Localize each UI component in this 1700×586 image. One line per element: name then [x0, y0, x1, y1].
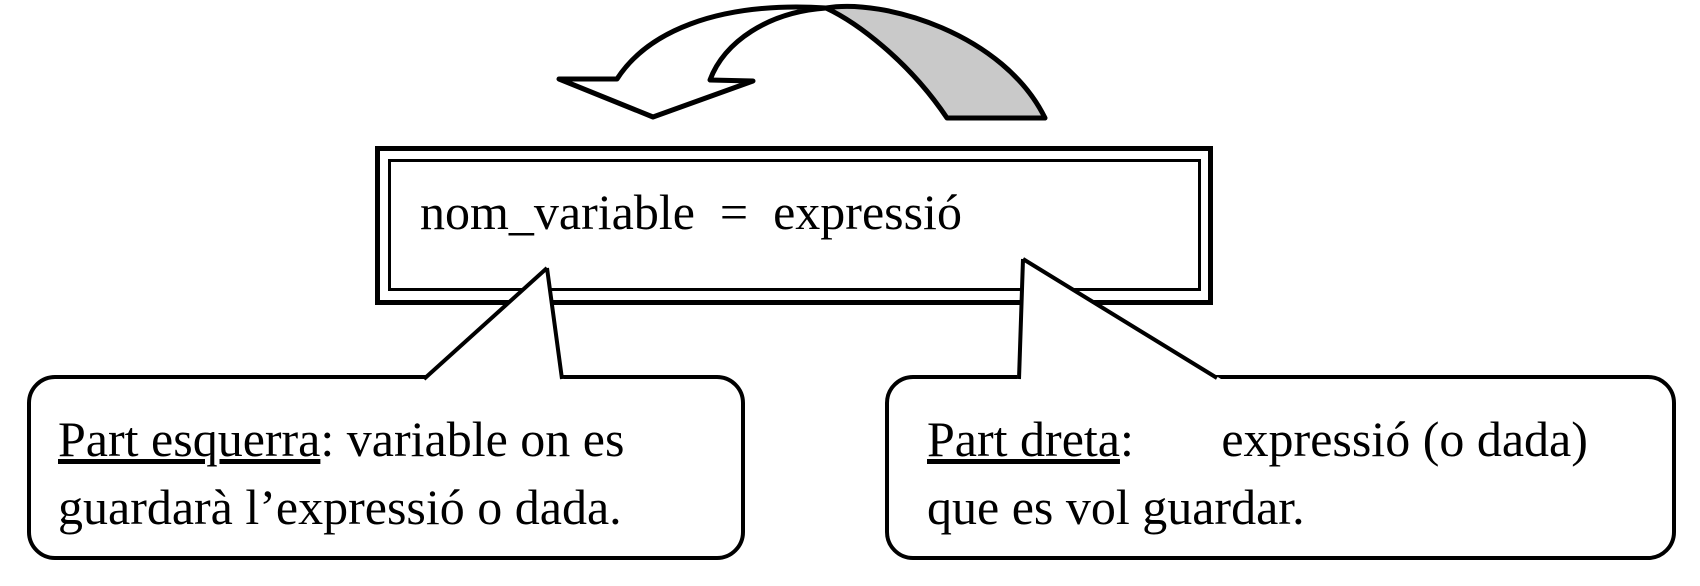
callout-left-line2: guardarà l’expressió o dada. — [58, 479, 622, 535]
curved-u-turn-arrow-icon — [556, 3, 1048, 121]
assignment-box: nom_variable = expressió — [375, 146, 1213, 305]
callout-left: Part esquerra: variable on es guardarà l… — [27, 266, 745, 560]
callout-right-tail — [1017, 257, 1219, 380]
arrow-tail-gray-segment — [823, 3, 1048, 121]
callout-left-tail — [422, 266, 564, 381]
callout-left-bubble — [27, 375, 745, 560]
callout-right: Part dreta: expressió (o dada) que es vo… — [885, 257, 1676, 560]
arrow-head-white-segment — [556, 4, 829, 120]
callout-left-tail-fill — [422, 268, 564, 382]
callout-right-term: Part dreta — [927, 411, 1120, 467]
assignment-box-inner-border — [388, 159, 1201, 291]
callout-right-bubble — [885, 375, 1676, 560]
callout-left-term: Part esquerra — [58, 411, 320, 467]
callout-left-line1-rest: : variable on es — [320, 411, 624, 467]
callout-right-line1-rest: : expressió (o dada) — [1120, 411, 1588, 467]
callout-right-line1: Part dreta: expressió (o dada) — [927, 411, 1588, 467]
assignment-expression: nom_variable = expressió — [420, 184, 962, 240]
callout-left-line1: Part esquerra: variable on es — [58, 411, 624, 467]
callout-right-line2: que es vol guardar. — [927, 479, 1305, 535]
